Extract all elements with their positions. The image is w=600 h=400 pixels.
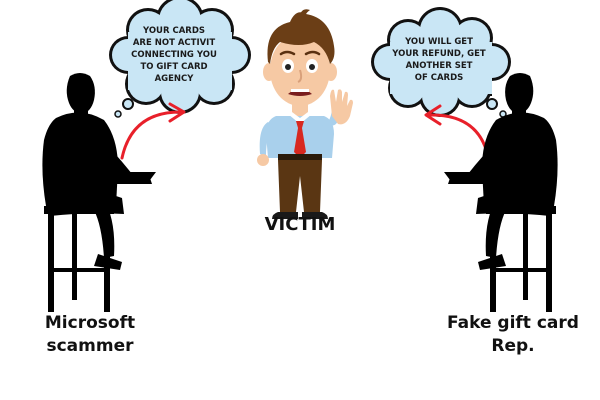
arrow-left <box>120 102 186 160</box>
scammer-label: Microsoft scammer <box>44 313 136 356</box>
fake-rep-silhouette-icon <box>444 73 558 312</box>
scammer-speech-text: YOUR CARDS ARE NOT ACTIVIT CONNECTING YO… <box>131 26 217 84</box>
scammer-silhouette-icon <box>42 73 156 312</box>
victim-character-icon <box>257 9 353 219</box>
rep-speech-text: YOU WILL GET YOUR REFUND, GET ANOTHER SE… <box>392 37 486 83</box>
fake-rep-label: Fake gift card Rep. <box>447 313 579 356</box>
victim-label: VICTIM <box>264 214 336 235</box>
speech-bubble-rep <box>371 7 511 118</box>
